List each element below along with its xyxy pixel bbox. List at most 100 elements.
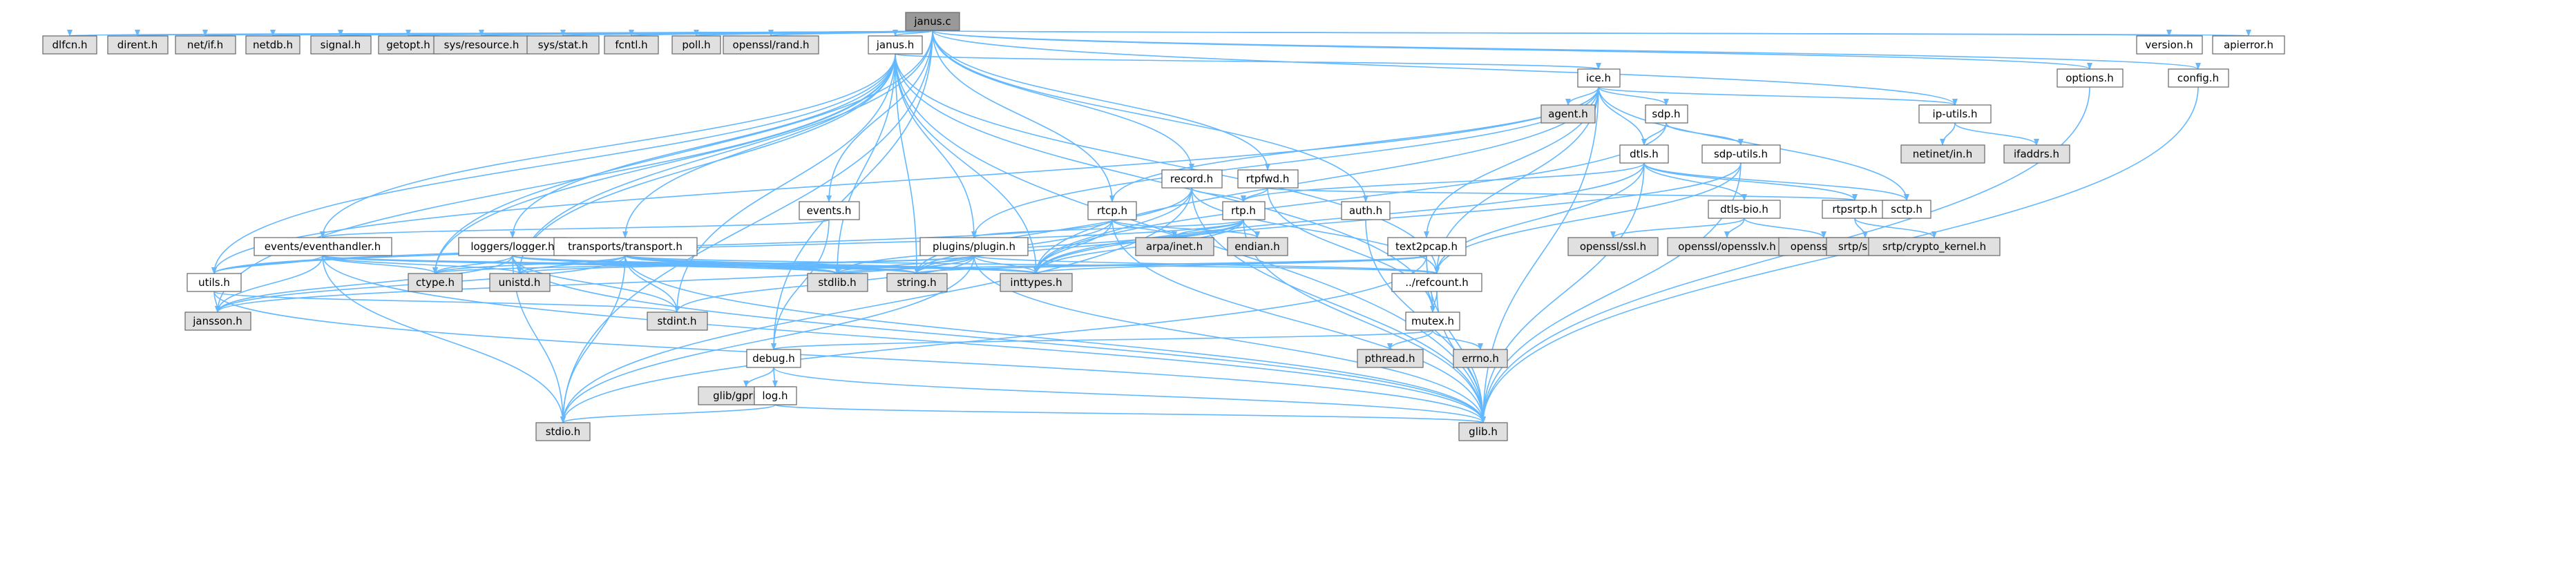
edge-sdp_utils_h-to-refcount_h	[1434, 162, 1742, 274]
edge-janus_h-to-transports_transport_h	[622, 53, 896, 238]
node-box	[526, 35, 600, 55]
node-rtcp-h[interactable]: rtcp.h	[1087, 201, 1137, 220]
edge-utils_h-to-glib_h	[213, 291, 1486, 423]
edge-sdp_h-to-sdp_utils_h	[1666, 122, 1744, 146]
node-rtp-h[interactable]: rtp.h	[1222, 201, 1266, 220]
node-box	[1222, 201, 1266, 220]
edge-ip_utils_h-to-netinet_in_h	[1940, 122, 1956, 146]
node-auth-h[interactable]: auth.h	[1341, 201, 1391, 220]
node-label: loggers/logger.h	[470, 240, 554, 253]
edge-record_h-to-stdio_h	[560, 187, 1192, 423]
node-label: inttypes.h	[1010, 276, 1062, 289]
node-box	[42, 35, 97, 55]
node-fcntl-h: fcntl.h	[604, 35, 659, 55]
node-box	[1453, 349, 1508, 368]
node-utils-h[interactable]: utils.h	[187, 273, 242, 292]
node-events-eventhandler-h[interactable]: events/eventhandler.h	[254, 237, 392, 256]
node-janus-h[interactable]: janus.h	[868, 35, 923, 55]
edge-rtp_h-to-glib_h	[1243, 219, 1486, 423]
node-label: sctp.h	[1891, 203, 1923, 215]
node-sctp-h[interactable]: sctp.h	[1882, 200, 1931, 219]
node-label: openssl/rand.h	[733, 39, 810, 51]
edge-ice_h-to-dtls_h	[1598, 86, 1647, 146]
node-rtpfwd-h[interactable]: rtpfwd.h	[1237, 169, 1299, 189]
edge-mutex_h-to-debug_h	[771, 329, 1433, 350]
node-ip-utils-h[interactable]: ip-utils.h	[1918, 104, 1992, 124]
node-apierror-h[interactable]: apierror.h	[2212, 35, 2285, 55]
edge-sdp_utils_h-to-glib_h	[1480, 162, 1742, 423]
node-record-h[interactable]: record.h	[1161, 169, 1223, 189]
edge-ice_h-to-ip_utils_h	[1598, 86, 1958, 106]
edge-transports_transport_h-to-stdint_h	[624, 255, 680, 313]
edge-janus_c-to-options_h	[932, 30, 2092, 70]
edge-sdp_h-to-dtls_h	[1641, 122, 1667, 146]
node-netinet-in-h: netinet/in.h	[1900, 144, 1985, 164]
node-label: transports/transport.h	[568, 240, 683, 253]
edge-refcount_h-to-mutex_h	[1430, 291, 1438, 313]
node-label: glib.h	[1469, 425, 1498, 438]
edge-janus_h-to-plugins_plugin_h	[895, 53, 977, 238]
edge-janus_c-to-openssl_rand_h	[768, 29, 933, 37]
node-box	[1868, 237, 2001, 256]
edge-janus_h-to-refcount_h	[895, 53, 1440, 274]
node-box	[671, 35, 721, 55]
node-label: pthread.h	[1365, 352, 1415, 365]
node-sdp-h[interactable]: sdp.h	[1645, 104, 1688, 124]
node-box	[754, 386, 797, 405]
node-plugins-plugin-h[interactable]: plugins/plugin.h	[919, 237, 1029, 256]
node-box	[1387, 237, 1467, 256]
node-box	[919, 237, 1029, 256]
node-stdlib-h: stdlib.h	[807, 273, 868, 292]
node-log-h[interactable]: log.h	[754, 386, 797, 405]
node-box	[1619, 144, 1669, 164]
node-rtpsrtp-h[interactable]: rtpsrtp.h	[1822, 200, 1889, 219]
node-config-h[interactable]: config.h	[2168, 68, 2229, 88]
node-sys-stat-h: sys/stat.h	[526, 35, 600, 55]
node-stdio-h: stdio.h	[535, 422, 591, 441]
node-box	[1667, 237, 1788, 256]
edge-rtcp_h-to-glib_h	[1112, 219, 1486, 423]
node-box	[1645, 104, 1688, 124]
edge-ice_h-to-inttypes_h	[1033, 86, 1599, 274]
node-box	[1918, 104, 1992, 124]
node-label: endian.h	[1234, 240, 1279, 253]
node-mutex-h[interactable]: mutex.h	[1405, 311, 1460, 331]
edge-text2pcap_h-to-stdio_h	[560, 255, 1427, 423]
node-label: fcntl.h	[615, 39, 647, 51]
node-dlfcn-h: dlfcn.h	[42, 35, 97, 55]
node-janus-c[interactable]: janus.c	[905, 12, 960, 31]
node-box	[2003, 144, 2070, 164]
node-dtls-bio-h[interactable]: dtls-bio.h	[1708, 200, 1781, 219]
edge-janus_h-to-events_eventhandler_h	[320, 53, 896, 238]
node-ctype-h: ctype.h	[408, 273, 463, 292]
node-transports-transport-h[interactable]: transports/transport.h	[553, 237, 698, 256]
node-refcount-h[interactable]: ../refcount.h	[1391, 273, 1482, 292]
node-loggers-logger-h[interactable]: loggers/logger.h	[458, 237, 567, 256]
node-sdp-utils-h[interactable]: sdp-utils.h	[1701, 144, 1781, 164]
node-ice-h[interactable]: ice.h	[1577, 68, 1621, 88]
node-version-h[interactable]: version.h	[2136, 35, 2203, 55]
edge-transports_transport_h-to-inttypes_h	[624, 255, 1039, 274]
node-events-h[interactable]: events.h	[799, 201, 860, 220]
node-dtls-h[interactable]: dtls.h	[1619, 144, 1669, 164]
node-box	[1567, 237, 1659, 256]
edge-janus_c-to-janus_h	[893, 29, 933, 37]
edge-events_eventhandler_h-to-stdio_h	[322, 255, 566, 423]
node-label: mutex.h	[1411, 315, 1454, 327]
node-debug-h[interactable]: debug.h	[746, 349, 801, 368]
node-box	[433, 35, 530, 55]
edge-dtls_h-to-refcount_h	[1434, 162, 1645, 274]
node-box	[1087, 201, 1137, 220]
node-box	[1882, 200, 1931, 219]
node-text2pcap-h[interactable]: text2pcap.h	[1387, 237, 1467, 256]
edge-rtpsrtp_h-to-srtp_srtp_h	[1854, 218, 1868, 238]
node-box	[1135, 237, 1214, 256]
node-options-h[interactable]: options.h	[2057, 68, 2124, 88]
node-arpa-inet-h: arpa/inet.h	[1135, 237, 1214, 256]
node-box	[1822, 200, 1889, 219]
node-box	[187, 273, 242, 292]
edge-transports_transport_h-to-unistd_h	[517, 255, 626, 274]
edge-mutex_h-to-errno_h	[1432, 329, 1483, 350]
node-box	[723, 35, 819, 55]
